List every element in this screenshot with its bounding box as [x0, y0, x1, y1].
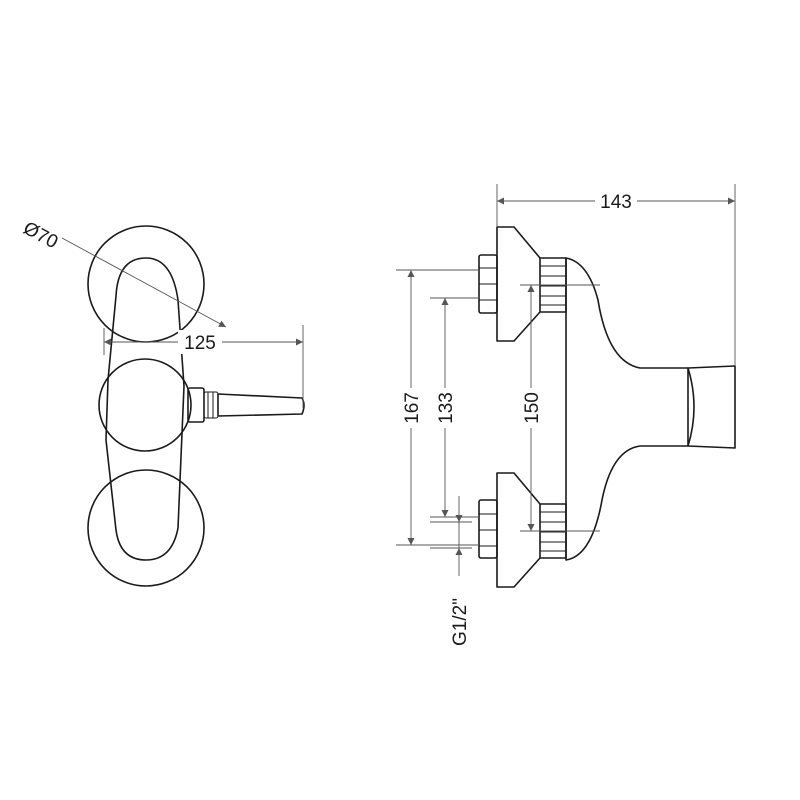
thread-label: G1/2" [450, 598, 471, 646]
spacing-150-label: 150 [522, 392, 543, 424]
bottom-inlet [478, 472, 567, 588]
lever-handle [217, 393, 305, 417]
side-dimensions: 143 167 133 150 G1/2" [396, 184, 736, 646]
top-inlet [478, 226, 567, 342]
front-dimensions: Ø70 125 [20, 218, 304, 408]
side-view [478, 226, 736, 588]
cartridge-cap [98, 358, 192, 452]
faucet-body-side [565, 257, 689, 561]
diameter-label: Ø70 [20, 218, 62, 253]
cartridge-cap-side [687, 365, 736, 449]
lever-nut [203, 391, 219, 419]
front-view [87, 225, 305, 587]
height-167-label: 167 [402, 392, 423, 424]
faucet-body-front [105, 257, 185, 561]
spacing-133-label: 133 [436, 392, 457, 424]
bottom-wall-escutcheon [87, 469, 205, 587]
depth-143-label: 143 [600, 192, 632, 213]
width-125-label: 125 [184, 333, 216, 354]
